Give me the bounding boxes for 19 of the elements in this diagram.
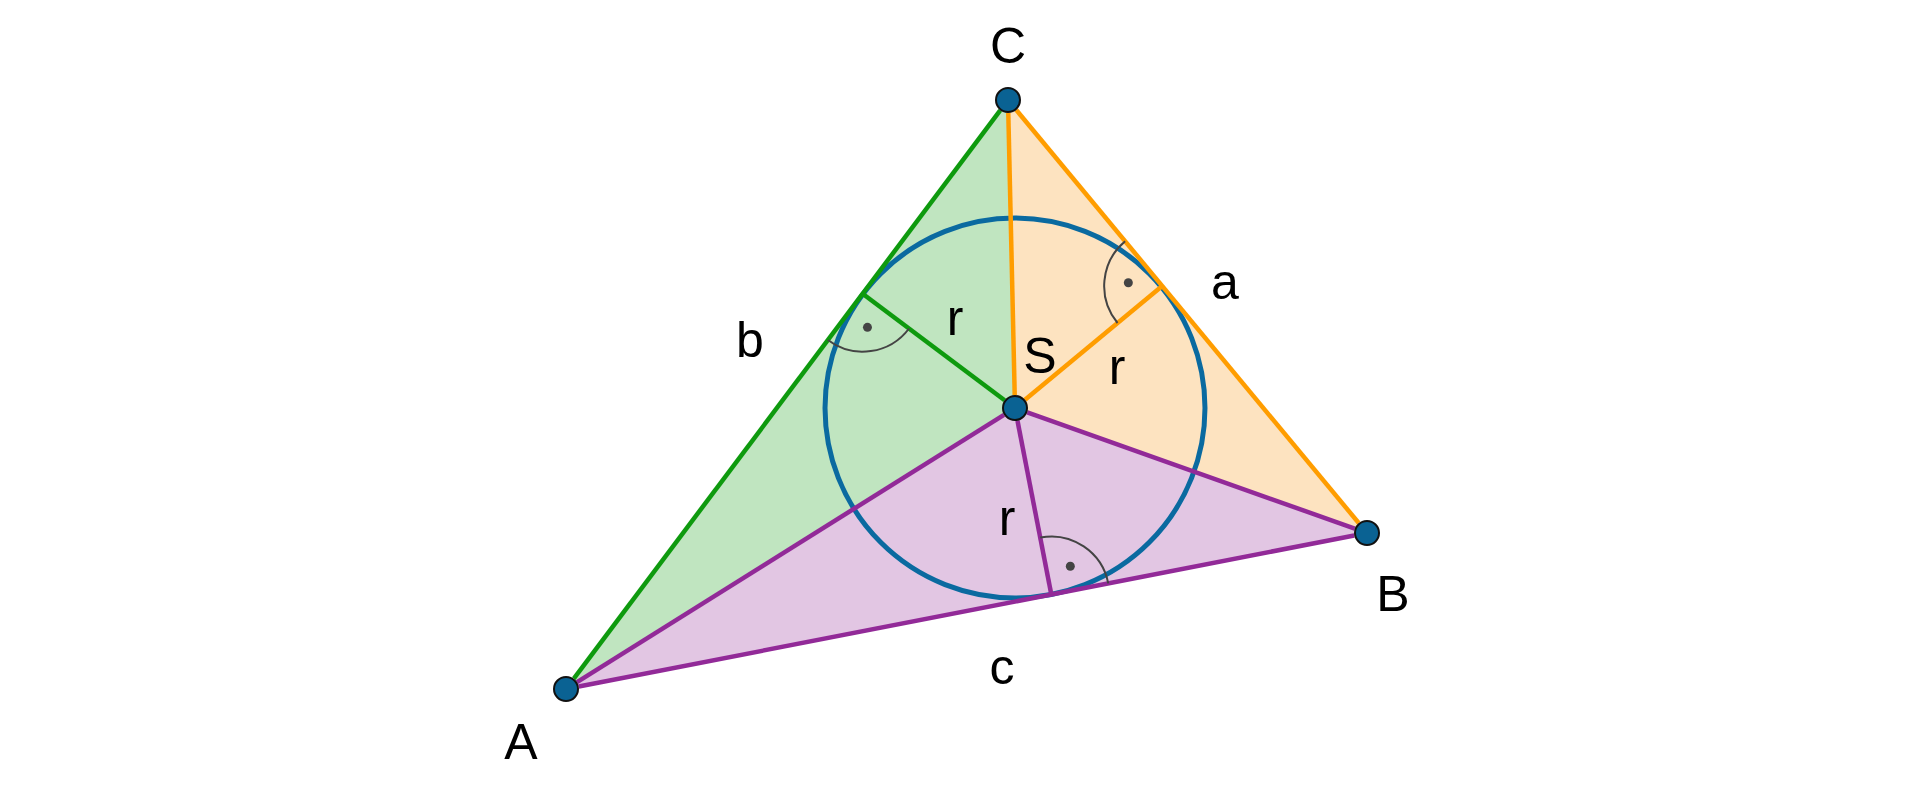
edge-label: r bbox=[1107, 342, 1127, 392]
line-segment bbox=[575, 413, 1006, 684]
line-segment bbox=[578, 533, 1355, 689]
line-segment bbox=[572, 109, 1002, 680]
edge-label: r bbox=[945, 293, 965, 343]
line-segment bbox=[1026, 410, 1356, 531]
radius-line bbox=[1015, 420, 1054, 595]
edge-label: r bbox=[997, 493, 1017, 543]
point-label: B bbox=[1375, 569, 1411, 619]
radius-line bbox=[861, 291, 1006, 402]
edge-label: b bbox=[735, 315, 765, 365]
edge-label: c bbox=[988, 642, 1016, 692]
line-segment bbox=[1014, 108, 1361, 525]
line-segment bbox=[1006, 112, 1017, 396]
point-label: A bbox=[503, 717, 539, 767]
point-label: S bbox=[1022, 331, 1058, 381]
radius-line bbox=[1023, 284, 1164, 402]
edge-label: a bbox=[1210, 257, 1240, 307]
point-label: C bbox=[988, 21, 1028, 71]
